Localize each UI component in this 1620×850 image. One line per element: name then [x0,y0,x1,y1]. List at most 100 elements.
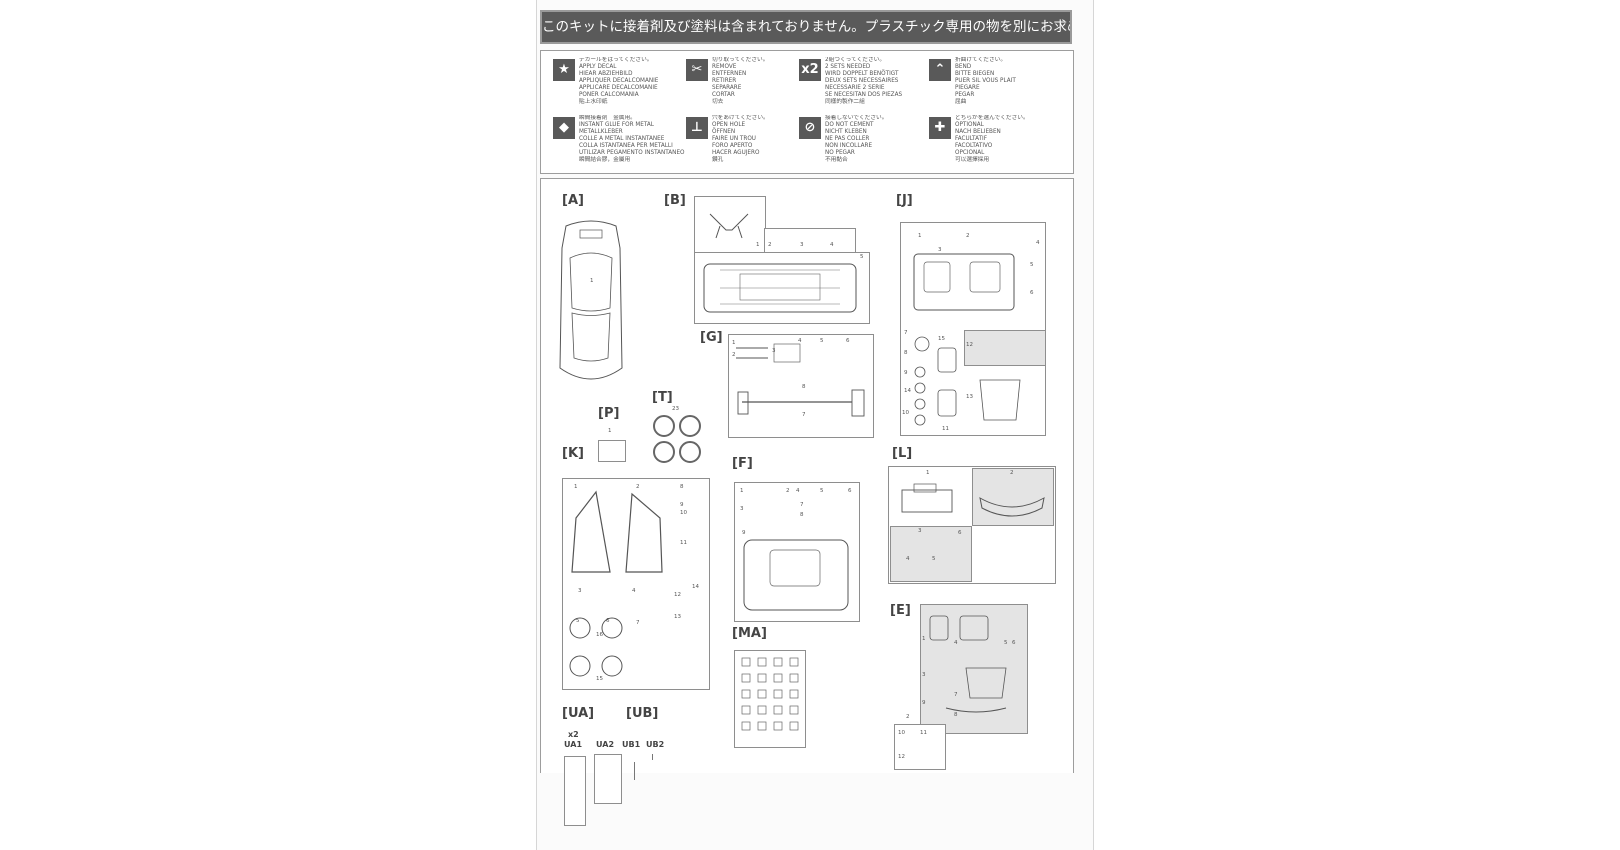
part-number: 3 [800,242,804,248]
glue-icon: ◆ [553,117,575,139]
part-number: 2 [1010,470,1014,476]
engine-drawing [901,483,953,513]
ub2-label: UB2 [646,740,665,749]
wheels-drawing [569,617,623,677]
part-number: 5 [820,338,824,344]
part-number: 4 [830,242,834,248]
runner-p [598,440,626,462]
cut-icon: ✂ [686,59,708,81]
interior-floor-drawing [743,539,849,611]
part-number: 2 [966,233,970,239]
ua1-label: UA1 [564,740,583,749]
runner-label-e: [E] [890,603,911,618]
part-number: 15 [596,676,603,682]
part-number: 9 [904,370,908,376]
seat-drawing [937,347,1021,421]
interior-tub-drawing [913,253,1015,311]
part-number: 5 [820,488,824,494]
part-number: 11 [942,426,949,432]
part-number: 6 [958,530,962,536]
warning-banner: このキットに接着剤及び塗料は含まれておりません。プラスチック専用の物を別にお求め… [540,10,1072,44]
drivetrain-drawing [736,343,865,417]
part-number: 10 [898,730,905,736]
part-number: 1 [732,340,736,346]
part-number: 3 [772,348,776,354]
part-number: 9 [742,530,746,536]
part-number: 1 [922,636,926,642]
part-number: 8 [680,484,684,490]
part-number: 3 [922,672,926,678]
part-number: 4 [1036,240,1040,246]
runner-label-b: [B] [664,193,686,208]
part-number: 1 [608,428,612,434]
part-number: 4 [798,338,802,344]
part-number: 5 [1004,640,1008,646]
part-number: 15 [938,336,945,342]
part-number: 11 [680,540,687,546]
part-number: 6 [1030,290,1034,296]
part-number: 2 [906,714,910,720]
part-number: 12 [898,754,905,760]
part-number: 9 [922,700,926,706]
part-number: 1 [756,242,760,248]
part-number: 8 [802,384,806,390]
part-number: 7 [800,502,804,508]
part-number: 5 [1030,262,1034,268]
wheel-parts-drawing [914,336,930,426]
part-number: 7 [636,620,640,626]
part-number: 16 [596,632,603,638]
ua1-part [564,756,586,826]
part-number: 1 [590,278,594,284]
suspension-arm-drawing [709,213,749,239]
runner-f [734,482,860,622]
part-number: 1 [926,470,930,476]
part-number: 2 [786,488,790,494]
runner-label-g: [G] [700,330,723,345]
part-number: 7 [904,330,908,336]
drill-icon: ⊥ [686,117,708,139]
runner-e-small [894,724,946,770]
part-number: 6 [846,338,850,344]
ua-multiplier: x2 [568,730,579,739]
part-number: 4 [906,556,910,562]
part-number: 3 [938,247,942,253]
part-number: 13 [674,614,681,620]
part-number: 8 [954,712,958,718]
part-number: 8 [904,350,908,356]
part-number: 14 [692,584,699,590]
ub2-part [652,754,653,760]
ub1-label: UB1 [622,740,641,749]
part-number: 2 [768,242,772,248]
part-number: 7 [802,412,806,418]
runner-j-dashboard [964,330,1046,366]
ub1-part [634,762,635,780]
part-number: 4 [954,640,958,646]
runner-label-k: [K] [562,446,584,461]
part-number: 1 [574,484,578,490]
part-number: 3 [578,588,582,594]
part-number: 5 [932,556,936,562]
ua2-part [594,754,622,804]
runner-label-f: [F] [732,456,753,471]
runner-label-l: [L] [892,446,913,461]
part-number: 12 [966,342,973,348]
tires-drawing [653,415,701,463]
wing-parts-drawing [929,615,1007,713]
part-number: 8 [800,512,804,518]
runner-label-j: [J] [896,193,913,208]
bumper-drawing [979,497,1045,517]
